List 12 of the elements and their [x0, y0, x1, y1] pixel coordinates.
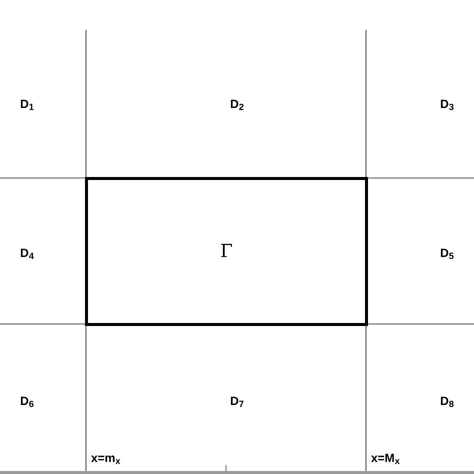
axis-label: x=M$_{x}$ [371, 452, 400, 464]
boundary-rectangle [85, 177, 368, 326]
region-label: D$_{2}$ [230, 98, 244, 110]
region-label: D$_{5}$ [440, 247, 454, 259]
axis-label: x=m$_{x}$ [91, 452, 120, 464]
region-label: D$_{4}$ [20, 247, 34, 259]
region-label: D$_{3}$ [440, 98, 454, 110]
region-label: Γ [220, 242, 233, 260]
region-label: D$_{7}$ [230, 395, 244, 407]
region-label: D$_{1}$ [20, 98, 34, 110]
region-label: D$_{6}$ [20, 395, 34, 407]
region-label: D$_{8}$ [440, 395, 454, 407]
